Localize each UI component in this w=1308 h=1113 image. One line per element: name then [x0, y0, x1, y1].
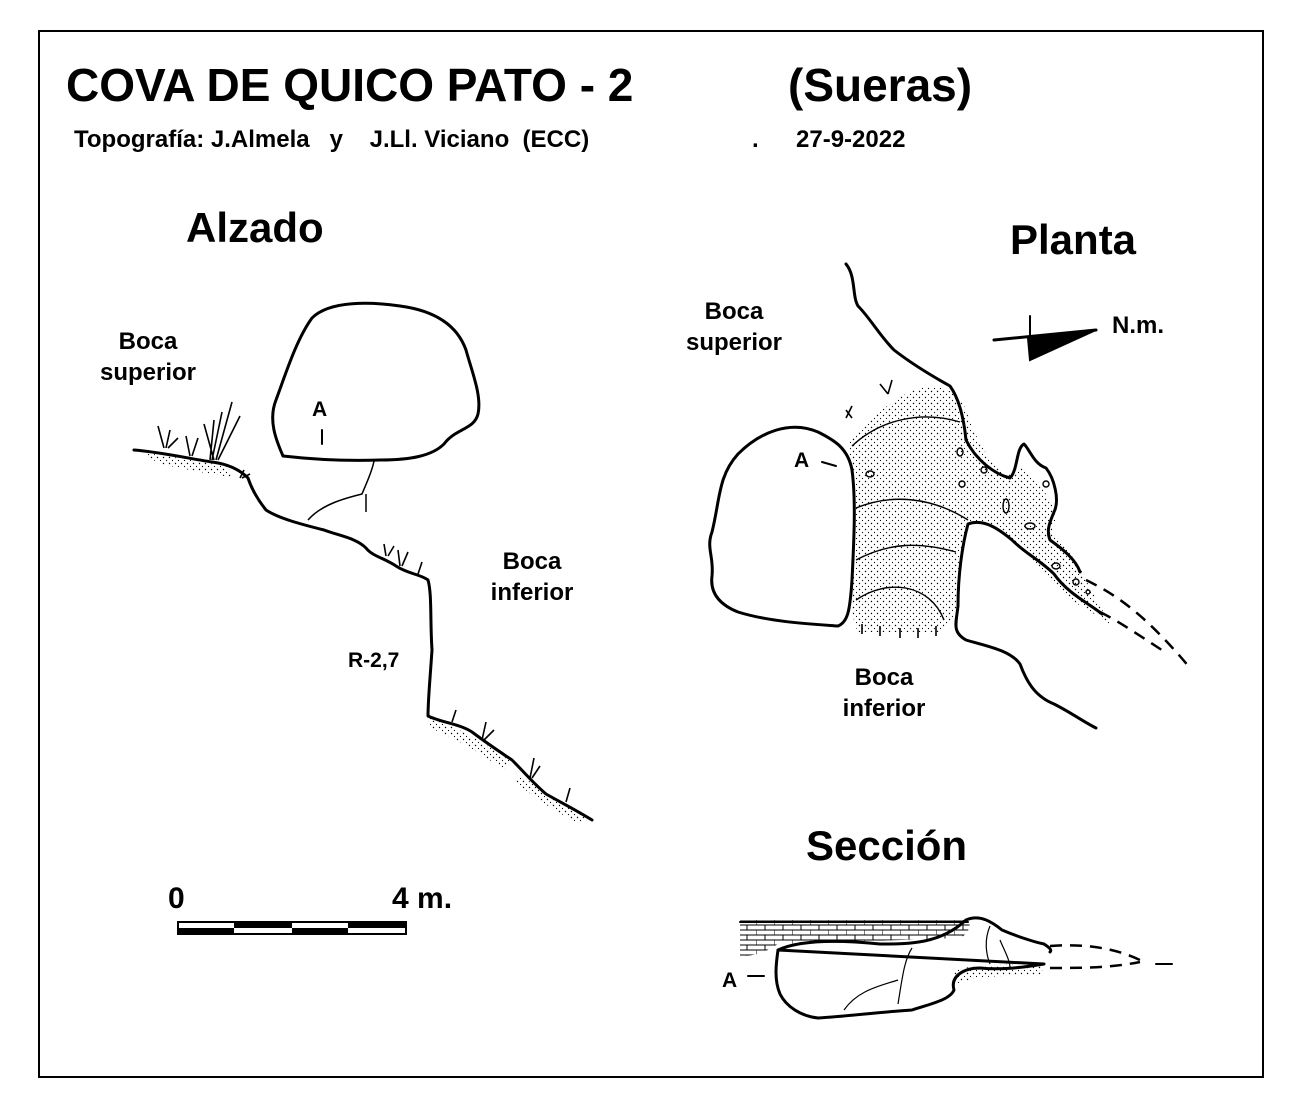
north-arrow-icon — [992, 315, 1098, 362]
planta-heading: Planta — [1010, 216, 1137, 263]
scale-bar — [177, 921, 407, 935]
alzado-heading: Alzado — [186, 204, 324, 251]
planta-contours — [851, 416, 969, 621]
planta-upper-mouth-label: Boca superior — [685, 298, 783, 356]
planta-wall-upper — [844, 262, 1082, 574]
credits-separator: . — [752, 126, 759, 153]
planta-lower-mouth-label: Boca inferior — [842, 664, 926, 722]
cave-name: COVA DE QUICO PATO - 2 — [66, 59, 634, 111]
alzado-chamber-outline — [271, 301, 481, 462]
planta-floor-fill — [848, 386, 1110, 632]
planta-step-marks — [845, 379, 937, 638]
cave-location: (Sueras) — [788, 59, 973, 111]
alzado-profile — [132, 301, 594, 824]
alzado-point-a: A — [312, 398, 328, 421]
limestone-bricks — [740, 920, 970, 956]
alzado-fracture — [307, 460, 375, 521]
north-label: N.m. — [1112, 312, 1165, 339]
planta-point-a: A — [794, 449, 810, 472]
planta-plan — [708, 262, 1191, 730]
alzado-lower-mouth-label: Boca inferior — [490, 548, 574, 606]
survey-date: 27-9-2022 — [796, 126, 906, 153]
seccion-profile — [739, 916, 1173, 1020]
alzado-slope — [132, 448, 594, 822]
drop-label: R-2,7 — [348, 649, 400, 672]
planta-pebbles — [865, 447, 1091, 595]
scale-end: 4 m. — [392, 882, 453, 915]
planta-wall-lower — [954, 521, 1104, 730]
planta-point-a-tick — [821, 461, 837, 467]
grass-tufts — [157, 401, 571, 803]
alzado-upper-mouth-label: Boca superior — [99, 328, 197, 386]
scale-start: 0 — [168, 882, 185, 915]
survey-credits: Topografía: J.Almela y J.Ll. Viciano (EC… — [74, 126, 590, 153]
seccion-heading: Sección — [806, 822, 968, 869]
seccion-fractures — [843, 925, 1011, 1011]
map-frame — [38, 30, 1264, 1078]
planta-upper-mouth-outline — [708, 425, 856, 628]
seccion-point-a: A — [722, 969, 738, 992]
